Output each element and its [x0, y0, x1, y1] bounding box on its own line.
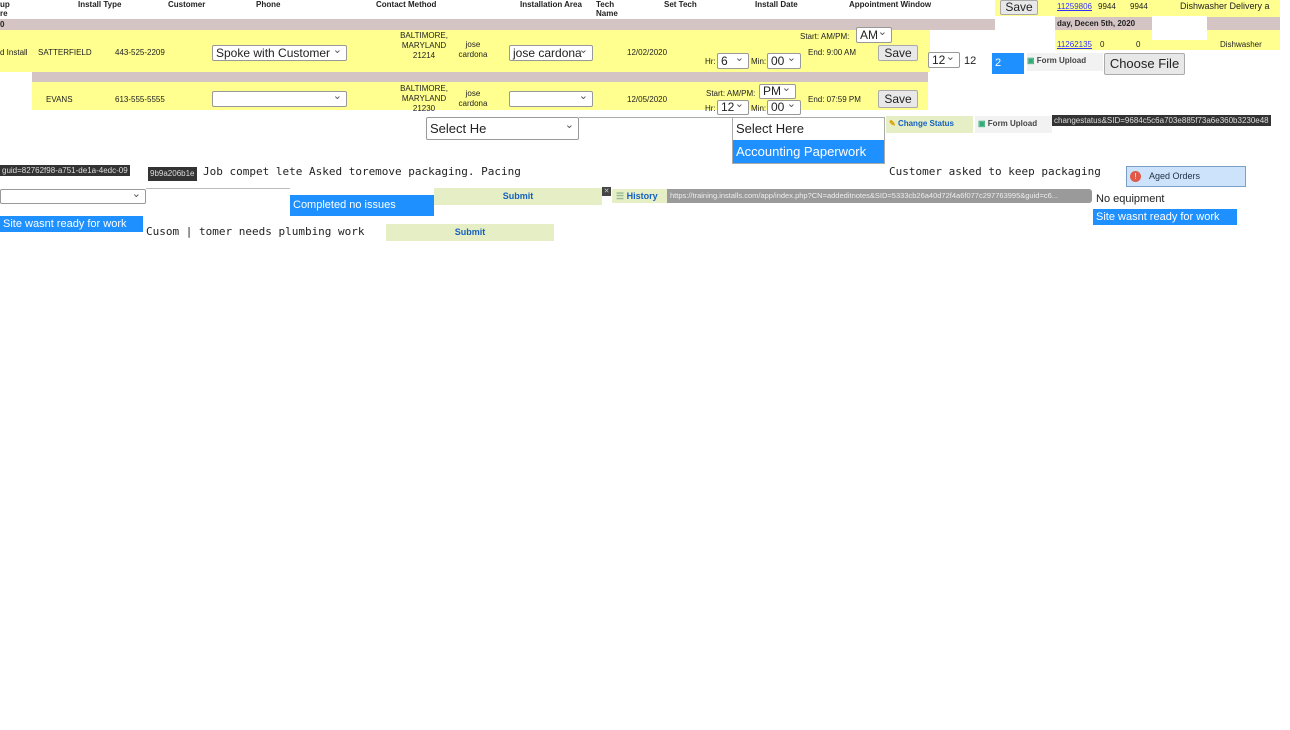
date-header: day, Decen 5th, 2020	[1057, 19, 1136, 28]
start-ampm-select[interactable]: AM	[856, 27, 892, 43]
alert-icon: !	[1130, 171, 1141, 182]
install-date: 12/02/2020	[627, 48, 668, 57]
phone: 443-525-2209	[115, 48, 165, 57]
set-tech-select[interactable]	[509, 91, 593, 107]
divider	[579, 117, 733, 118]
phone: 613-555-5555	[115, 95, 165, 104]
option-select-here[interactable]: Select Here	[736, 121, 804, 136]
change-status-button[interactable]: ✎ Change Status	[886, 116, 973, 133]
submit-button[interactable]: Submit	[386, 224, 554, 241]
install-date: 12/05/2020	[627, 95, 668, 104]
order-link[interactable]: 11262135	[1057, 40, 1092, 49]
submit-button[interactable]: Submit	[434, 188, 602, 205]
blank-block	[995, 16, 1055, 50]
install-type: d Install	[0, 48, 28, 57]
status-select[interactable]: Select He	[426, 117, 579, 140]
start-ampm-select[interactable]: PM	[759, 84, 796, 99]
note-text: Job compet lete Asked toremove packaging…	[203, 165, 521, 178]
hr-label: Hr:	[705, 104, 716, 113]
col-header-installation-area: Installation Area	[520, 0, 582, 9]
note-text: Customer asked to keep packaging	[889, 165, 1101, 178]
start-label: Start: AM/PM:	[800, 32, 850, 41]
hr-label: Hr:	[705, 57, 716, 66]
option-site-not-ready[interactable]: Site wasnt ready for work	[1093, 209, 1237, 225]
col-header-tech-name: Tech Name	[596, 0, 618, 18]
description: Dishwasher	[1220, 40, 1262, 49]
col-header-set-tech: Set Tech	[664, 0, 697, 9]
group-count: 0	[0, 20, 5, 29]
note-select[interactable]	[0, 189, 146, 204]
hour-text: 12	[964, 55, 977, 67]
end-time: End: 9:00 AM	[808, 48, 857, 57]
customer-name: EVANS	[46, 95, 73, 104]
save-button[interactable]: Save	[878, 90, 918, 108]
guid-tooltip: 9b9a206b1e	[148, 167, 197, 181]
form-upload-button[interactable]: ▣ Form Upload	[1027, 53, 1103, 71]
col-header-contact-method: Contact Method	[376, 0, 437, 9]
customer-name: SATTERFIELD	[38, 48, 92, 57]
hour-select[interactable]: 12	[928, 52, 960, 68]
col-header-install-date: Install Date	[755, 0, 798, 9]
save-button[interactable]: Save	[878, 45, 918, 61]
note-text: Cusom | tomer needs plumbing work	[146, 225, 365, 238]
hour-select[interactable]: 12	[717, 100, 749, 115]
min-label: Min:	[751, 104, 767, 113]
upload-icon: ▣	[978, 119, 986, 128]
contact-method-select[interactable]	[212, 91, 347, 107]
option-accounting-paperwork[interactable]: Accounting Paperwork	[733, 140, 884, 163]
list-icon: ☰	[616, 191, 625, 201]
minute-select[interactable]: 00	[767, 53, 801, 69]
quantity: 9944	[1098, 2, 1116, 11]
group-row	[0, 19, 995, 30]
end-time: End: 07:59 PM	[808, 95, 861, 104]
tech-name: jose cardona	[458, 89, 488, 108]
save-button[interactable]: Save	[1000, 0, 1038, 15]
description: Dishwasher Delivery a	[1180, 1, 1270, 11]
form-upload-button[interactable]: ▣ Form Upload	[975, 116, 1052, 133]
option-completed-no-issues[interactable]: Completed no issues	[290, 195, 434, 216]
col-header-appointment-window: Appointment Window	[849, 0, 932, 9]
min-label: Min:	[751, 57, 767, 66]
quantity: 0	[1100, 40, 1105, 49]
close-icon[interactable]: ✕	[602, 187, 611, 196]
blank-block	[1152, 16, 1207, 40]
col-header-install-type: Install Type	[78, 0, 122, 9]
hour-select[interactable]: 6	[717, 53, 749, 69]
option-no-equipment[interactable]: No equipment	[1096, 193, 1165, 205]
set-tech-select[interactable]: jose cardona	[509, 45, 593, 61]
date-header-bar	[1207, 17, 1280, 30]
quantity: 9944	[1130, 2, 1148, 11]
start-label: Start: AM/PM:	[706, 89, 756, 98]
guid-tooltip: guid=82762f98-a751-de1a-4edc-09	[0, 165, 130, 176]
divider	[146, 188, 290, 189]
contact-method-select[interactable]: Spoke with Customer	[212, 45, 347, 61]
quantity-input[interactable]: 2	[992, 53, 1024, 74]
pencil-icon: ✎	[889, 119, 896, 128]
col-header-phone: Phone	[256, 0, 281, 9]
history-url-tooltip: https://training.installs.com/app/index.…	[667, 189, 1092, 203]
col-header-customer: Customer	[168, 0, 206, 9]
aged-orders-button[interactable]: !Aged Orders	[1126, 166, 1246, 187]
quantity: 0	[1136, 40, 1141, 49]
history-button[interactable]: ☰ History	[612, 189, 667, 203]
date-header-bar	[1055, 17, 1152, 30]
status-dropdown: Select Here Accounting Paperwork	[732, 117, 885, 164]
group-row	[32, 72, 928, 82]
minute-select[interactable]: 00	[767, 100, 801, 115]
option-site-not-ready[interactable]: Site wasnt ready for work	[0, 216, 143, 232]
order-link[interactable]: 11259806	[1057, 2, 1092, 11]
url-tooltip: changestatus&SID=9684c5c6a703e885f73a6e3…	[1052, 115, 1271, 126]
choose-file-button[interactable]: Choose File	[1104, 53, 1185, 75]
upload-icon: ▣	[1027, 56, 1035, 65]
